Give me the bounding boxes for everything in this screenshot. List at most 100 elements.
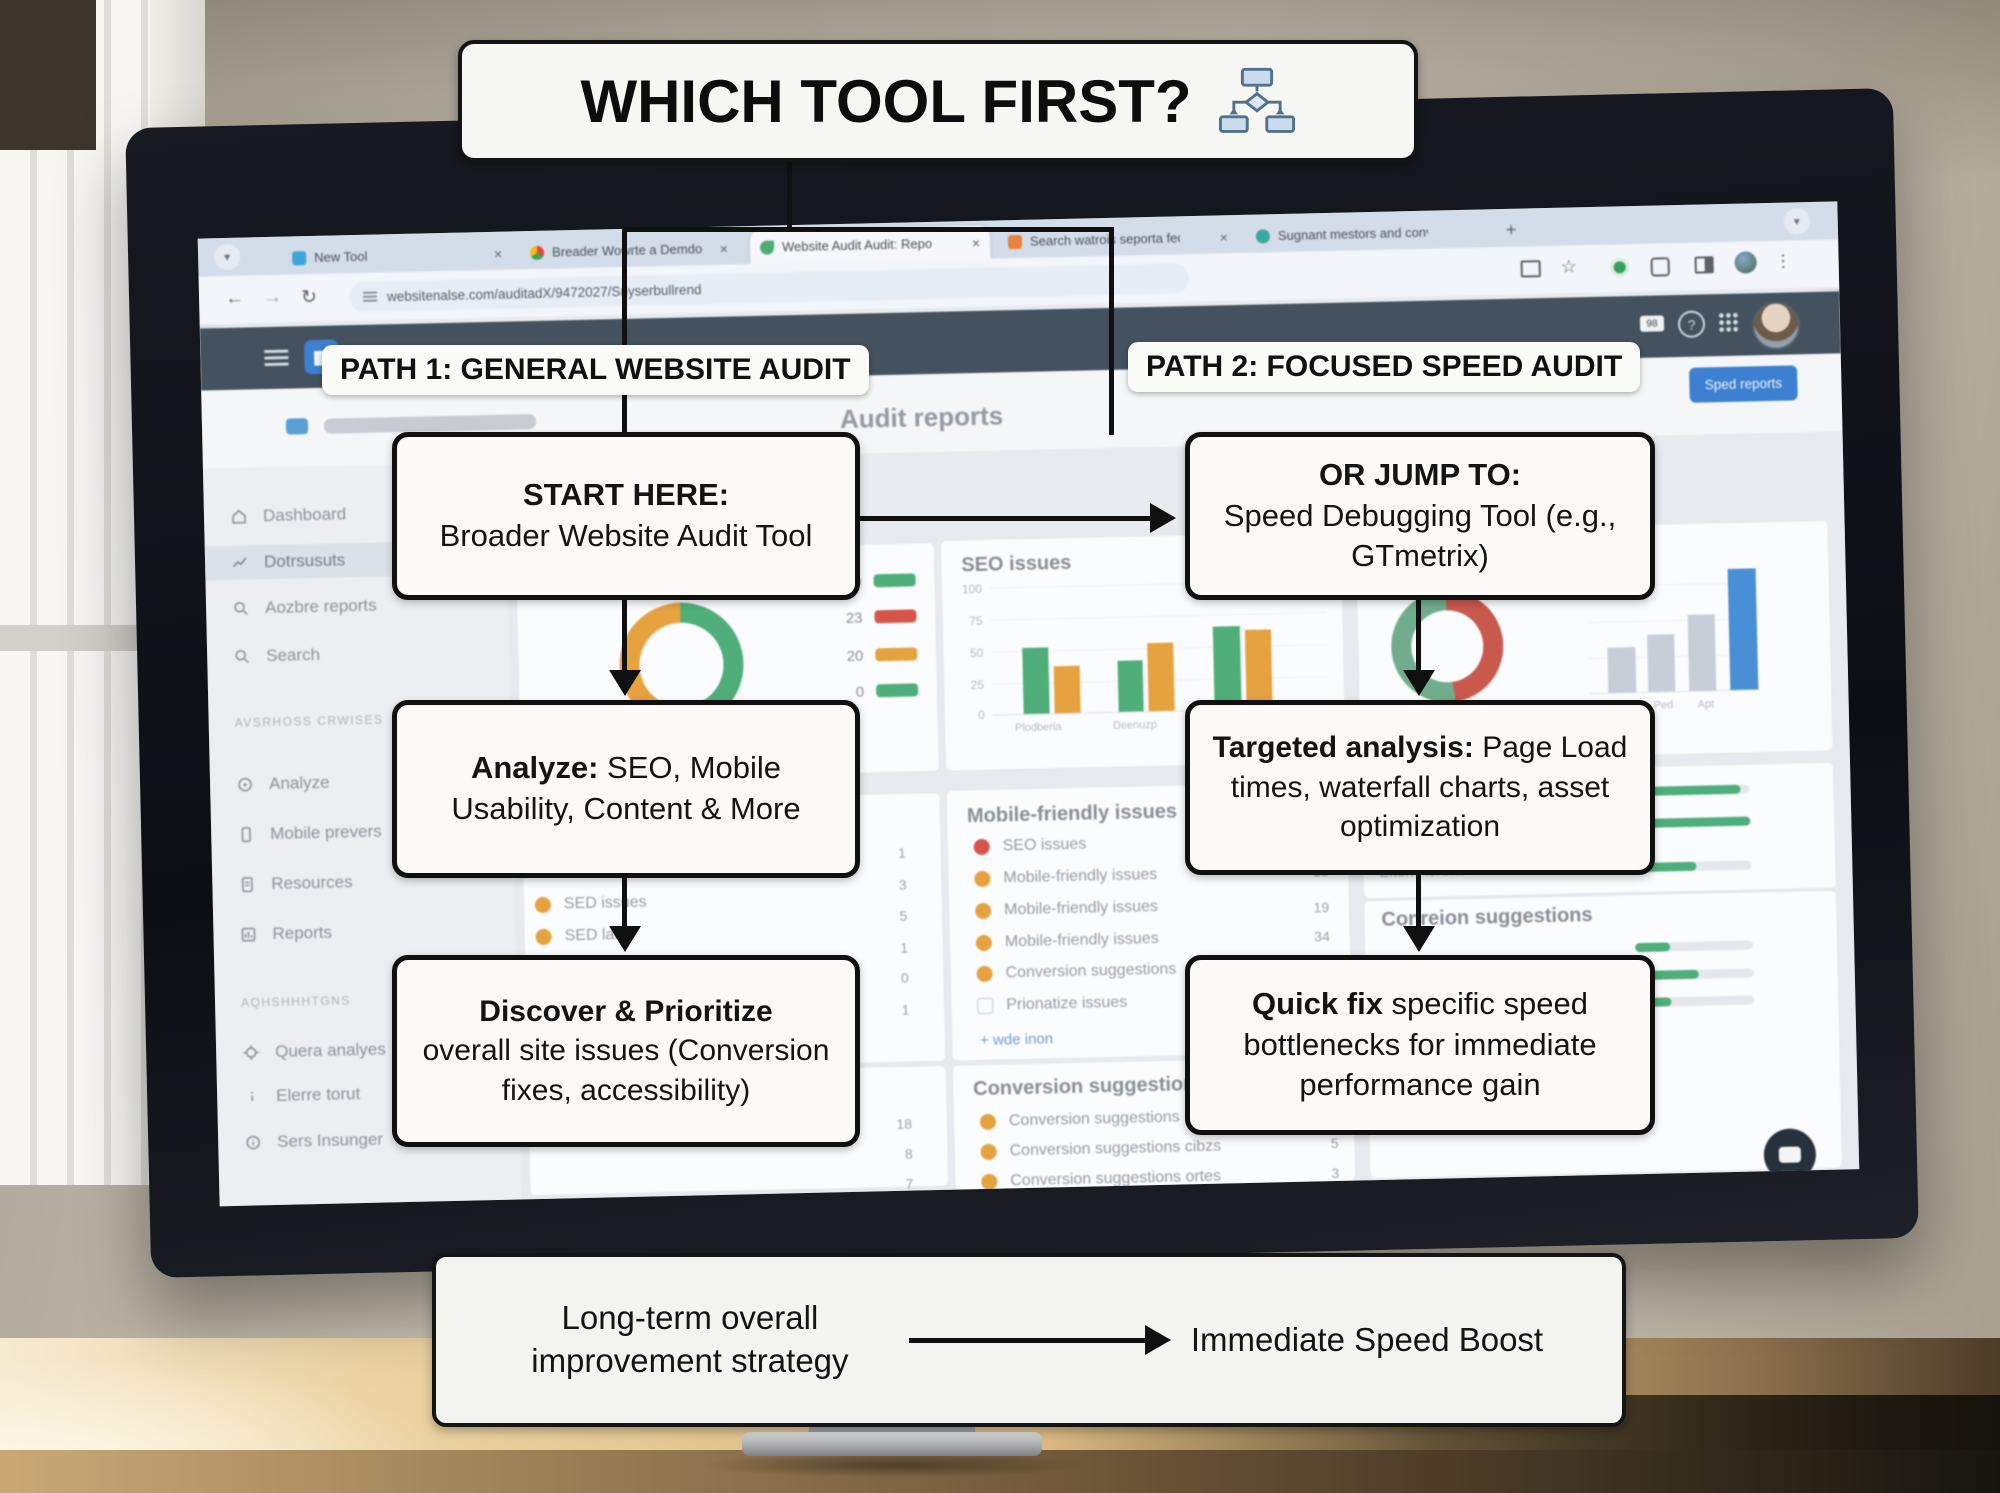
x-label: Ped (1653, 699, 1674, 712)
plus-icon: + (1505, 219, 1517, 240)
tab-favicon (529, 245, 545, 260)
arrow-r2-r3-head (1403, 926, 1435, 952)
sidebar-section-label: AQHSHHHTGNS (240, 993, 352, 1010)
issue-row[interactable]: Conversion suggestions ortes (981, 1168, 1221, 1191)
bar-green (1212, 626, 1242, 710)
new-tab-button[interactable]: + (1495, 213, 1526, 247)
sidebar-label: Dotrsusuts (263, 550, 346, 572)
bar-gray (1647, 634, 1676, 692)
sidebar-label: Mobile prevers (270, 821, 382, 844)
flow-box-bold-text: START HERE: (522, 477, 730, 513)
bookmark-star-icon[interactable]: ☆ (1560, 256, 1578, 277)
sidebar-item-dashboard[interactable]: Dashboard (230, 497, 347, 534)
tab-favicon (1255, 228, 1271, 244)
sidebar-item-mobile[interactable]: Mobile prevers (237, 815, 382, 852)
extensions-puzzle-icon[interactable] (1650, 257, 1670, 277)
flow-box-text: SEO, Mobile Usability, Content & More (451, 750, 801, 826)
gear-icon (243, 1045, 259, 1061)
row-count: 0 (900, 969, 909, 986)
forward-icon[interactable]: → (262, 286, 283, 309)
y-tick: 75 (969, 613, 983, 629)
tab-sugnant[interactable]: Sugnant mestors and conversi (1246, 214, 1487, 252)
tab-breader[interactable]: Breader Wowrte a Demdon × (520, 231, 739, 269)
sidebar-label: Resources (271, 872, 353, 894)
back-icon[interactable]: ← (224, 287, 245, 309)
side-panel-icon[interactable] (1694, 256, 1714, 274)
issue-label: Conversion suggestions (1005, 960, 1177, 982)
sidebar-item-info2[interactable]: Sers Insunger (244, 1123, 384, 1160)
x-label: Plodberia (1014, 721, 1062, 735)
close-icon[interactable]: × (719, 240, 729, 257)
flow-box-bold-text: Analyze: (470, 750, 599, 786)
list-item[interactable]: SED issues (534, 894, 647, 915)
window-top-corner (0, 0, 96, 150)
chat-bubble-button[interactable] (1763, 1128, 1817, 1182)
issue-row[interactable]: Prionatize issues (977, 994, 1127, 1015)
row-count: 18 (896, 1115, 913, 1132)
issue-row[interactable]: Mobile-friendly issues (975, 929, 1159, 952)
issue-row[interactable]: SEO issues (973, 836, 1087, 857)
panel-title: Mobile-friendly issues (966, 800, 1178, 828)
tab-search-reports[interactable]: Search watrois seporta feoder × (998, 220, 1239, 258)
close-icon[interactable]: × (971, 234, 981, 251)
y-tick: 0 (977, 707, 985, 723)
speed-reports-button[interactable]: Sped reports (1689, 365, 1798, 403)
tab-search-chevron-icon[interactable]: ▾ (213, 243, 241, 271)
issue-label: Mobile-friendly issues (1003, 865, 1158, 887)
sidebar-item-reports[interactable]: Reports (239, 916, 332, 952)
sidebar-item-analyze[interactable]: Analyze (236, 766, 330, 802)
tab-favicon (292, 250, 307, 265)
flow-box-bold-text: Discover & Prioritize (479, 994, 773, 1028)
issue-row[interactable]: Mobile-friendly issues (974, 866, 1157, 888)
issue-row[interactable]: Mobile-friendly issues (974, 898, 1158, 920)
warning-badge-icon (974, 902, 992, 920)
tab-new-tool[interactable]: New Tool × (282, 236, 513, 274)
close-icon[interactable]: × (1219, 228, 1229, 245)
sidebar-item-search[interactable]: Search (233, 638, 321, 674)
issue-row[interactable]: Conversion suggestions (976, 961, 1176, 984)
phone-icon (241, 827, 251, 843)
sidebar-item-info1[interactable]: Elerre torut (243, 1077, 361, 1114)
stat-value: 20 (846, 647, 864, 665)
reload-icon[interactable]: ↻ (300, 286, 318, 309)
stat-pill-green (875, 683, 919, 698)
close-icon[interactable]: × (493, 245, 503, 262)
sidebar-label: Analyze (268, 772, 330, 794)
tab-overflow-chevron-icon[interactable]: ▾ (1783, 208, 1811, 235)
stat-pill-red (874, 609, 917, 624)
flow-box-bold-text: OR JUMP TO: (1318, 456, 1522, 492)
tab-share-icon[interactable] (1520, 260, 1541, 278)
flow-box-jump-to: OR JUMP TO:Speed Debugging Tool (e.g., G… (1185, 432, 1655, 600)
summary-left-text: Long-term overall improvement strategy (531, 1299, 849, 1379)
warning-badge-icon (980, 1143, 997, 1161)
sidebar-item-resources[interactable]: Resources (238, 865, 353, 902)
row-count: 34 (1314, 928, 1331, 945)
apps-grid-icon[interactable] (1717, 311, 1739, 333)
hamburger-menu-icon[interactable] (264, 349, 289, 367)
flow-box-quick-fix: Quick fix specific speed bottlenecks for… (1185, 955, 1655, 1135)
error-badge-icon (973, 838, 990, 856)
sidebar-item-audit-reports[interactable]: Aozbre reports (232, 589, 377, 626)
checkbox[interactable] (977, 997, 994, 1015)
tab-label: Breader Wowrte a Demdon (551, 241, 703, 260)
issue-row[interactable]: Conversion suggestions cibzs (980, 1138, 1221, 1161)
show-more-link[interactable]: + wde inon (979, 1030, 1054, 1050)
progress-track (1635, 940, 1754, 953)
arrow-l2-l3-head (609, 926, 641, 952)
row-count: 5 (899, 907, 908, 924)
tab-favicon (1007, 234, 1023, 249)
kebab-menu-icon[interactable]: ⋮ (1774, 251, 1792, 271)
sidebar-label: Sers Insunger (276, 1129, 384, 1152)
x-label: Apt (1697, 698, 1715, 711)
sidebar-label: Search (265, 644, 321, 666)
issue-label: Mobile-friendly issues (1004, 929, 1159, 951)
row-count: 7 (905, 1175, 914, 1192)
sidebar-item-selected[interactable]: Dotrsusuts (204, 539, 508, 581)
sidebar-label: Reports (272, 922, 333, 944)
sidebar-item-settings[interactable]: Quera analyes (242, 1033, 386, 1070)
search-icon (235, 649, 249, 664)
warning-badge-icon (974, 870, 991, 888)
progress-fill (1635, 942, 1671, 953)
issue-row[interactable]: Conversion suggestions (979, 1109, 1180, 1132)
